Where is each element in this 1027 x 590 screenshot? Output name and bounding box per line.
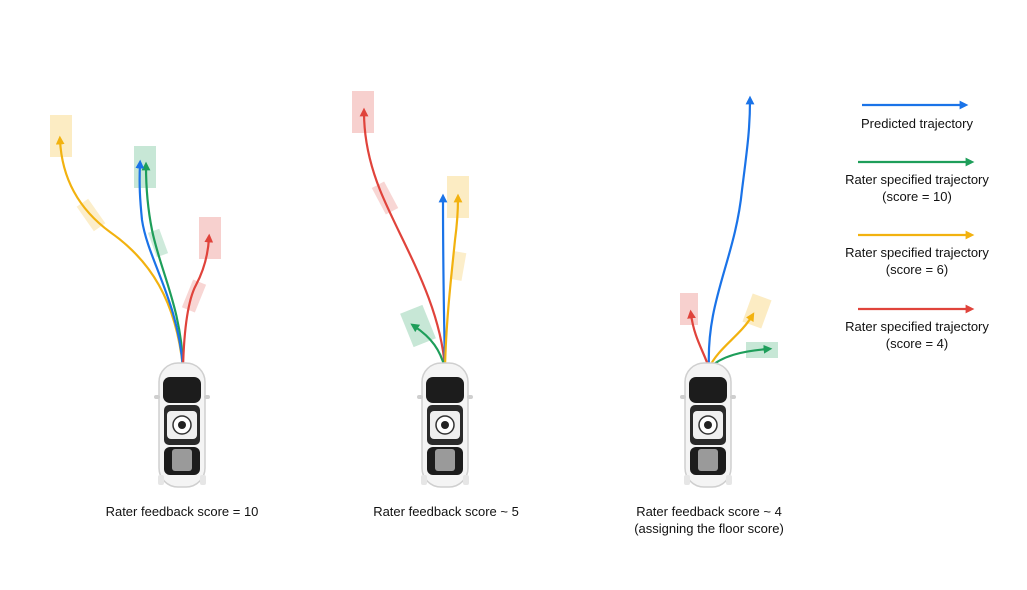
legend-label-predicted: Predicted trajectory — [822, 115, 1012, 132]
car-icon — [417, 363, 473, 487]
legend-line: Rater specified trajectory — [822, 244, 1012, 261]
legend-label-score-4: Rater specified trajectory (score = 4) — [822, 318, 1012, 352]
rater-box-red-mid — [372, 181, 398, 214]
caption-line: Rater feedback score ~ 5 — [316, 503, 576, 520]
caption-line: (assigning the floor score) — [579, 520, 839, 537]
legend-line: Rater specified trajectory — [822, 171, 1012, 188]
panel-2 — [352, 91, 473, 487]
caption-line: Rater feedback score ~ 4 — [579, 503, 839, 520]
trajectory-yellow — [709, 316, 752, 368]
trajectory-red — [364, 112, 445, 368]
caption-line: Rater feedback score = 10 — [52, 503, 312, 520]
panel-3 — [680, 100, 778, 487]
trajectory-yellow — [445, 198, 458, 368]
caption-panel-1: Rater feedback score = 10 — [52, 503, 312, 520]
rater-box-red-mid — [182, 279, 206, 312]
rater-box-red — [199, 217, 221, 259]
car-icon — [154, 363, 210, 487]
caption-panel-3: Rater feedback score ~ 4 (assigning the … — [579, 503, 839, 537]
rater-box-red — [680, 293, 698, 325]
caption-panel-2: Rater feedback score ~ 5 — [316, 503, 576, 520]
legend-line: Rater specified trajectory — [822, 318, 1012, 335]
car-icon — [680, 363, 736, 487]
trajectory-predicted — [443, 198, 445, 368]
legend-line: (score = 6) — [822, 261, 1012, 278]
panel-1 — [50, 115, 221, 487]
legend-line: (score = 10) — [822, 188, 1012, 205]
legend-label-score-10: Rater specified trajectory (score = 10) — [822, 171, 1012, 205]
legend-line: (score = 4) — [822, 335, 1012, 352]
legend-label-score-6: Rater specified trajectory (score = 6) — [822, 244, 1012, 278]
legend-line: Predicted trajectory — [822, 115, 1012, 132]
legend — [858, 105, 970, 309]
